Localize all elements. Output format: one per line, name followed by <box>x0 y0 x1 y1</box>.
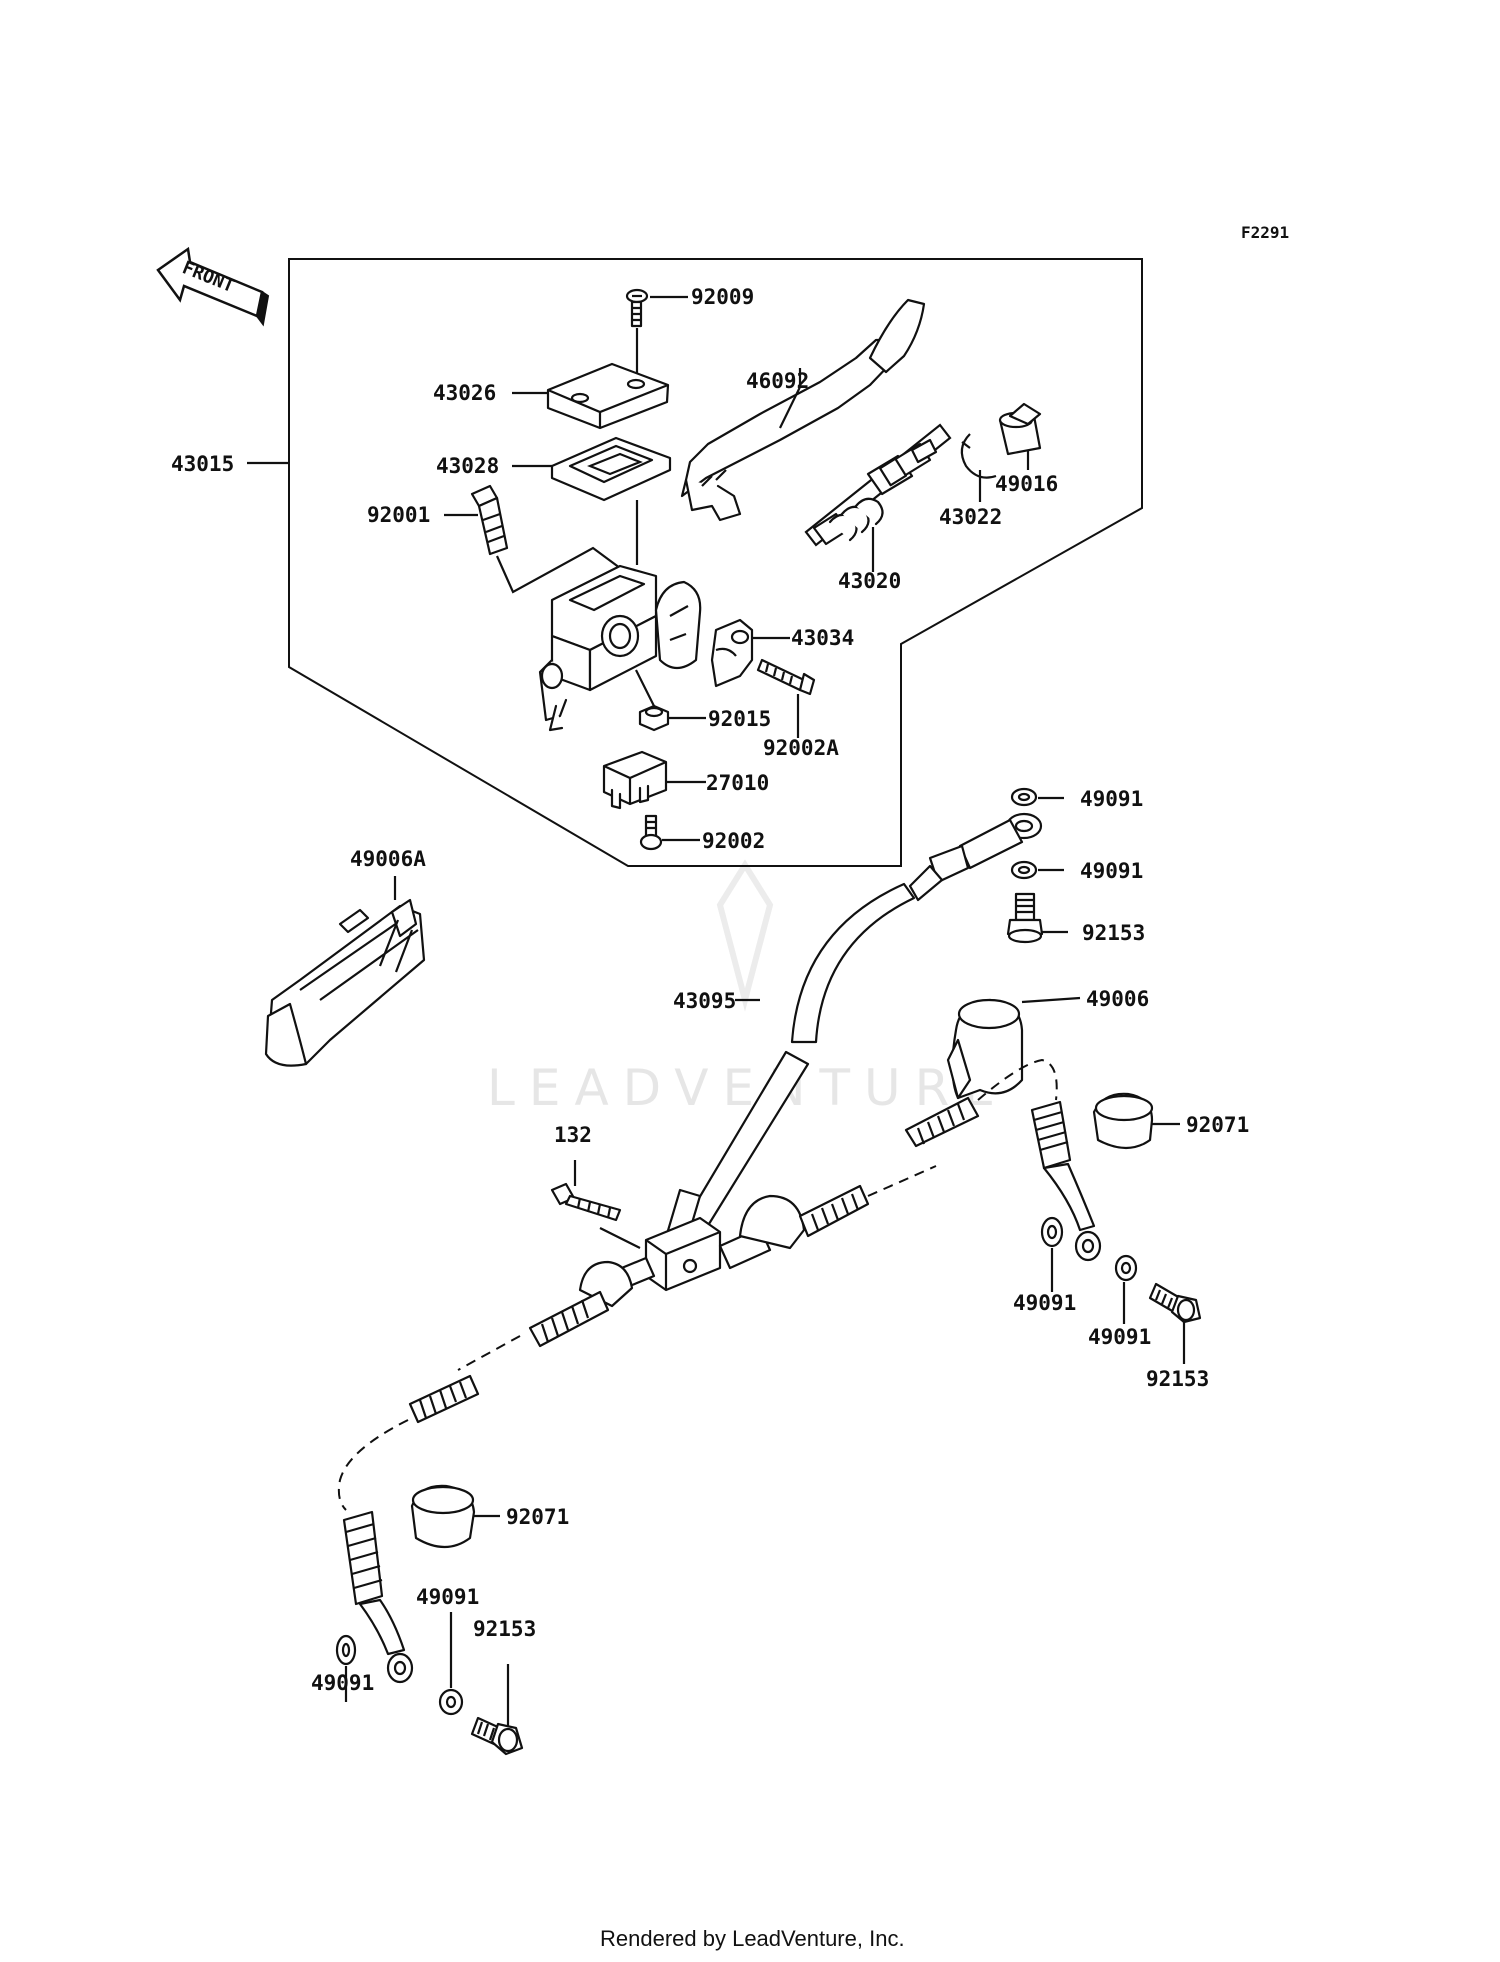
label-49091-top: 49091 <box>1080 787 1143 811</box>
brake-hose-left <box>337 1256 656 1684</box>
label-49006: 49006 <box>1086 987 1149 1011</box>
label-43020: 43020 <box>838 569 901 593</box>
label-49091-lower-b: 49091 <box>416 1585 479 1609</box>
circlip-43022 <box>960 433 997 479</box>
front-arrow-icon: FRONT <box>156 246 270 327</box>
label-92015: 92015 <box>708 707 771 731</box>
label-92153-right: 92153 <box>1146 1367 1209 1391</box>
label-92002A: 92002A <box>763 736 839 760</box>
assembly-outline-43015 <box>288 258 1143 867</box>
label-49091-mid: 49091 <box>1080 859 1143 883</box>
brake-switch-27010 <box>602 750 668 810</box>
label-49006A: 49006A <box>350 847 426 871</box>
brake-hose-right <box>718 1058 1102 1270</box>
label-49091-lower-a: 49091 <box>311 1671 374 1695</box>
brake-hose-43095 <box>662 818 1024 1252</box>
bolt-92002A <box>756 658 816 696</box>
label-132: 132 <box>554 1123 592 1147</box>
clamp-43034 <box>710 618 754 688</box>
label-43034: 43034 <box>791 626 854 650</box>
piston-kit-43020 <box>804 423 952 547</box>
washer-49091-mid <box>1010 860 1038 880</box>
brake-lever-46092 <box>680 298 926 522</box>
label-92001: 92001 <box>367 503 430 527</box>
label-49091-right-b: 49091 <box>1088 1325 1151 1349</box>
switch-cover-49006A <box>264 898 426 1067</box>
watermark-logo <box>716 859 774 1012</box>
label-49016: 49016 <box>995 472 1058 496</box>
washer-49091-top <box>1010 787 1038 807</box>
three-way-joint <box>644 1216 722 1292</box>
bolt-92001 <box>470 484 509 556</box>
label-43028: 43028 <box>436 454 499 478</box>
banjo-bolt-92153-lower <box>470 1716 524 1756</box>
label-92071-upper: 92071 <box>1186 1113 1249 1137</box>
label-92002: 92002 <box>702 829 765 853</box>
dust-boot-49016 <box>998 402 1042 456</box>
screw-92002 <box>639 814 663 851</box>
banjo-bolt-92153-right <box>1148 1282 1202 1324</box>
bolt-132 <box>550 1182 622 1222</box>
nut-92015 <box>638 704 670 732</box>
footer-credit: Rendered by LeadVenture, Inc. <box>600 1926 905 1951</box>
label-43015: 43015 <box>171 452 234 476</box>
label-43026: 43026 <box>433 381 496 405</box>
label-43095: 43095 <box>673 989 736 1013</box>
reservoir-cap-43026 <box>546 362 670 430</box>
watermark-text: LEADVENTURE <box>487 1059 1009 1117</box>
elbow-cover-49006 <box>946 998 1024 1100</box>
label-92071-lower: 92071 <box>506 1505 569 1529</box>
label-46092: 46092 <box>746 369 809 393</box>
diaphragm-43028 <box>550 436 672 502</box>
grommet-92071-upper <box>1092 1092 1154 1150</box>
washer-49091-lower-a <box>335 1634 357 1666</box>
grommet-92071-lower <box>410 1484 476 1549</box>
label-92009: 92009 <box>691 285 754 309</box>
washer-49091-lower-b <box>438 1688 464 1716</box>
label-92153-top: 92153 <box>1082 921 1145 945</box>
label-92153-lower: 92153 <box>473 1617 536 1641</box>
label-27010: 27010 <box>706 771 769 795</box>
washer-49091-right-a <box>1040 1216 1064 1248</box>
washer-49091-right-b <box>1114 1254 1138 1282</box>
label-49091-right-a: 49091 <box>1013 1291 1076 1315</box>
screw-92009 <box>625 288 649 328</box>
figure-id: F2291 <box>1241 223 1289 242</box>
master-cylinder-body <box>538 564 702 732</box>
label-43022: 43022 <box>939 505 1002 529</box>
banjo-bolt-92153-top <box>1006 892 1044 944</box>
